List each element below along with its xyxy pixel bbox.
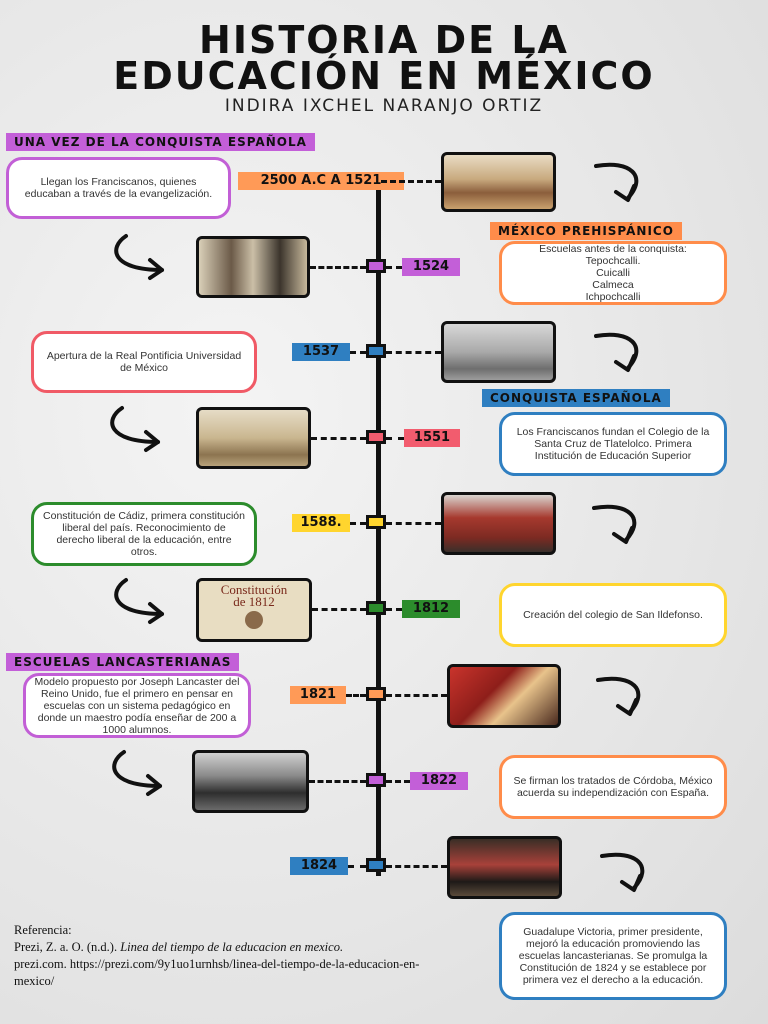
connector-line xyxy=(386,865,447,868)
event-text: Modelo propuesto por Joseph Lancaster de… xyxy=(34,675,240,736)
curved-arrow-icon xyxy=(114,578,164,624)
date-label: 1524 xyxy=(402,258,460,276)
author: INDIRA IXCHEL NARANJO ORTIZ xyxy=(224,96,544,116)
timeline-node xyxy=(366,344,386,358)
timeline-node xyxy=(366,430,386,444)
curved-arrow-icon xyxy=(596,676,641,716)
connector-line xyxy=(386,522,441,525)
date-label: 1821 xyxy=(290,686,346,704)
event-box: Se firman los tratados de Córdoba, Méxic… xyxy=(499,755,727,819)
connector-line xyxy=(348,865,366,868)
event-box: Modelo propuesto por Joseph Lancaster de… xyxy=(23,673,251,738)
curved-arrow-icon xyxy=(594,162,639,202)
event-text: Guadalupe Victoria, primer presidente, m… xyxy=(518,926,708,986)
connector-line xyxy=(386,694,447,697)
date-label: 1537 xyxy=(292,343,350,361)
event-box: Escuelas antes de la conquista: Tepochca… xyxy=(499,241,727,305)
date-label: 1551 xyxy=(404,429,460,447)
connector-line xyxy=(350,351,366,354)
timeline-node xyxy=(366,515,386,529)
banner-conquista: CONQUISTA ESPAÑOLA xyxy=(482,389,670,407)
codex-illustration-image xyxy=(441,152,556,212)
seal-icon xyxy=(245,611,263,629)
banner-prehispanico: MÉXICO PREHISPÁNICO xyxy=(490,222,682,240)
connector-line xyxy=(309,780,366,783)
event-text: Se firman los tratados de Córdoba, Méxic… xyxy=(513,775,713,799)
event-text: Constitución de Cádiz, primera constituc… xyxy=(43,510,245,558)
curved-arrow-icon xyxy=(594,332,639,372)
date-label: 2500 A.C A 1521 xyxy=(238,172,404,190)
event-box: Constitución de Cádiz, primera constituc… xyxy=(31,502,257,566)
date-label: 1588. xyxy=(292,514,350,532)
reference-source: prezi.com. https://prezi.com/9y1uo1urnhs… xyxy=(14,957,420,988)
university-building-image xyxy=(441,321,556,383)
cover-title-line1: Constitución xyxy=(220,582,288,597)
event-box: Creación del colegio de San Ildefonso. xyxy=(499,583,727,647)
date-label: 1822 xyxy=(410,772,468,790)
tlatelolco-engraving-image xyxy=(196,407,311,469)
connector-line xyxy=(386,437,404,440)
event-box: Llegan los Franciscanos, quienes educaba… xyxy=(6,157,231,219)
lancasterian-classroom-image xyxy=(192,750,309,813)
timeline-node xyxy=(366,601,386,615)
connector-line xyxy=(386,351,441,354)
connector-line xyxy=(386,266,402,269)
reference-work: Linea del tiempo de la educacion en mexi… xyxy=(120,940,344,954)
event-text: Llegan los Franciscanos, quienes educaba… xyxy=(24,176,213,200)
timeline-node xyxy=(366,687,386,701)
connector-line xyxy=(310,266,366,269)
reference-heading: Referencia: xyxy=(14,923,72,937)
banner-lancasterianas: ESCUELAS LANCASTERIANAS xyxy=(6,653,240,671)
connector-line xyxy=(311,437,366,440)
page-title-line1: HISTORIA DE LA xyxy=(199,18,569,62)
franciscans-painting-image xyxy=(196,236,310,298)
connector-line xyxy=(312,608,366,611)
event-text: Los Franciscanos fundan el Colegio de la… xyxy=(516,426,710,462)
guadalupe-victoria-portrait-image xyxy=(447,836,562,899)
connector-line xyxy=(350,522,366,525)
page-title-line2: EDUCACIÓN EN MÉXICO xyxy=(113,54,655,98)
event-box: Los Franciscanos fundan el Colegio de la… xyxy=(499,412,727,476)
historical-painting-image xyxy=(447,664,561,728)
constitucion-1812-cover-image: Constitución de 1812 xyxy=(196,578,312,642)
date-label: 1812 xyxy=(402,600,460,618)
banner-conquista-intro: UNA VEZ DE LA CONQUISTA ESPAÑOLA xyxy=(6,133,315,151)
timeline-axis xyxy=(376,182,381,876)
curved-arrow-icon xyxy=(600,852,645,892)
event-text: Apertura de la Real Pontificia Universid… xyxy=(46,350,242,374)
cover-title-line2: de 1812 xyxy=(233,594,275,609)
event-box: Guadalupe Victoria, primer presidente, m… xyxy=(499,912,727,1000)
connector-line xyxy=(386,780,410,783)
timeline-node xyxy=(366,259,386,273)
event-box: Apertura de la Real Pontificia Universid… xyxy=(31,331,257,393)
connector-line xyxy=(381,180,441,183)
curved-arrow-icon xyxy=(112,750,162,796)
connector-line xyxy=(346,694,366,697)
event-text: Creación del colegio de San Ildefonso. xyxy=(523,609,703,621)
event-text: Escuelas antes de la conquista: Tepochca… xyxy=(539,243,687,303)
timeline-node xyxy=(366,773,386,787)
date-label: 1824 xyxy=(290,857,348,875)
reference-author: Prezi, Z. a. O. (n.d.). xyxy=(14,940,118,954)
reference-block: Referencia: Prezi, Z. a. O. (n.d.). Line… xyxy=(14,922,454,990)
colonial-building-image xyxy=(441,492,556,555)
connector-line xyxy=(386,608,402,611)
curved-arrow-icon xyxy=(592,504,637,544)
curved-arrow-icon xyxy=(114,234,164,280)
curved-arrow-icon xyxy=(110,406,160,452)
timeline-node xyxy=(366,858,386,872)
